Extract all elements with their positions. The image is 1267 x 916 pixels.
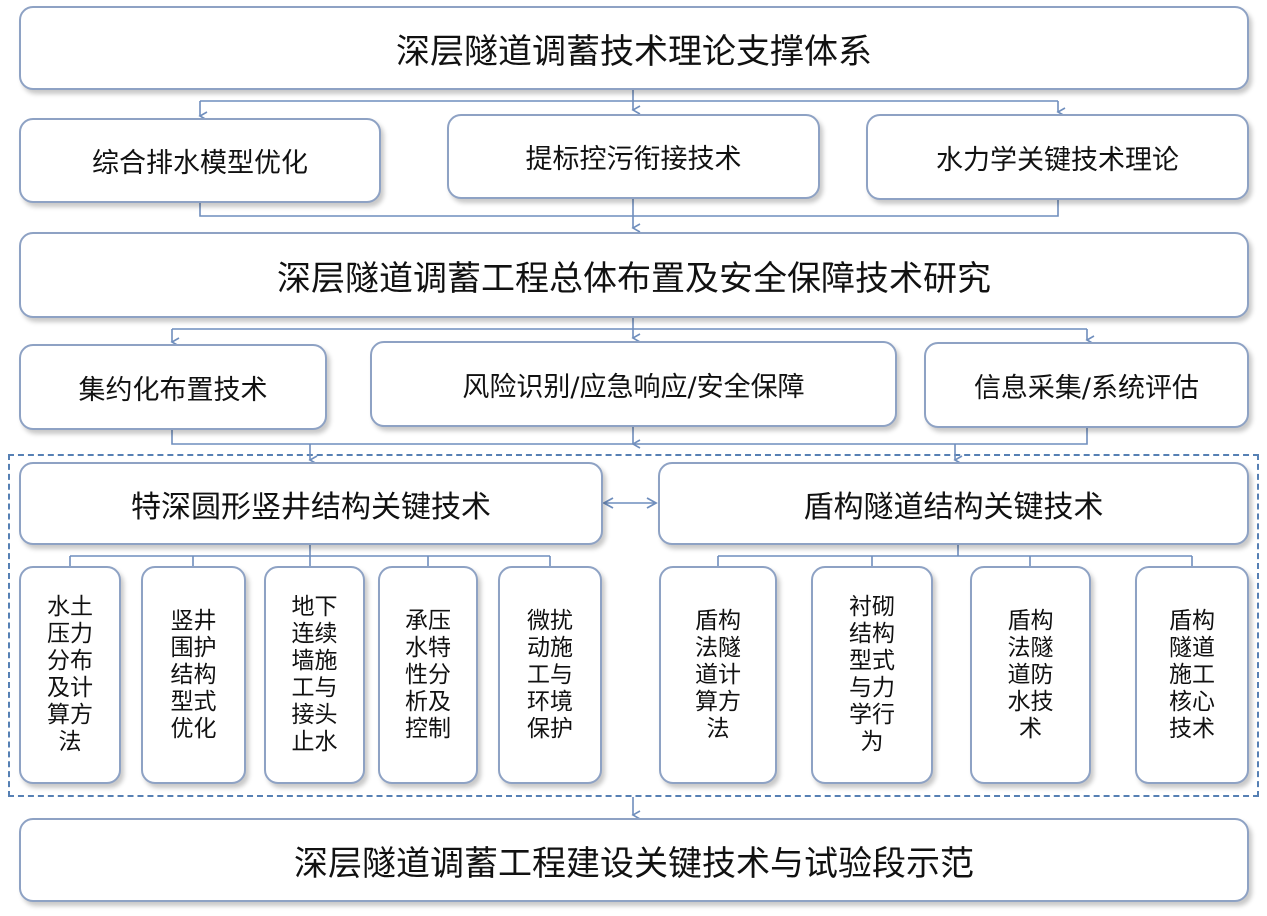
soil-pressure-box: 水土压力分布及计算方法 (19, 566, 121, 784)
info-evaluation-label: 信息采集/系统评估 (973, 372, 1200, 404)
info-evaluation-box: 信息采集/系统评估 (924, 342, 1249, 428)
demonstration-box: 深层隧道调蓄工程建设关键技术与试验段示范 (19, 818, 1249, 902)
intensive-layout-label: 集约化布置技术 (78, 374, 268, 406)
shield-tunnel-box: 盾构隧道结构关键技术 (658, 462, 1249, 545)
pollution-control-label: 提标控污衔接技术 (525, 144, 742, 175)
top-framework-title: 深层隧道调蓄技术理论支撑体系 (396, 31, 872, 72)
demonstration-title: 深层隧道调蓄工程建设关键技术与试验段示范 (294, 843, 974, 884)
lining-structure-label: 衬砌结构型式与力学行为 (849, 594, 895, 755)
shield-construction-label: 盾构隧道施工核心技术 (1169, 607, 1215, 742)
confined-water-label: 承压水特性分析及控制 (405, 607, 451, 742)
shield-calc-label: 盾构法隧道计算方法 (695, 607, 741, 742)
intensive-layout-box: 集约化布置技术 (19, 344, 327, 430)
shield-waterproof-label: 盾构法隧道防水技术 (1007, 607, 1054, 742)
pollution-control-box: 提标控污衔接技术 (447, 114, 820, 199)
merge-l4-group (171, 428, 1088, 445)
shaft-support-label: 竖井围护结构型式优化 (170, 607, 217, 742)
model-optimization-label: 综合排水模型优化 (92, 148, 308, 179)
layout-safety-box: 深层隧道调蓄工程总体布置及安全保障技术研究 (19, 232, 1249, 318)
diaphragm-wall-label: 地下连续墙施工与接头止水 (291, 594, 338, 755)
hydraulics-label: 水力学关键技术理论 (936, 144, 1179, 176)
shaft-structure-box: 特深圆形竖井结构关键技术 (19, 462, 603, 545)
layout-safety-title: 深层隧道调蓄工程总体布置及安全保障技术研究 (277, 258, 991, 299)
micro-disturbance-label: 微扰动施工与环境保护 (527, 607, 573, 742)
merge-l2-l3 (199, 200, 1059, 217)
risk-safety-box: 风险识别/应急响应/安全保障 (370, 341, 897, 427)
shield-calc-box: 盾构法隧道计算方法 (659, 566, 777, 784)
shaft-support-box: 竖井围护结构型式优化 (141, 566, 246, 784)
shield-waterproof-box: 盾构法隧道防水技术 (970, 566, 1091, 784)
soil-pressure-label: 水土压力分布及计算方法 (47, 594, 93, 755)
key-tech-dashed-group (8, 454, 1259, 797)
model-optimization-box: 综合排水模型优化 (19, 118, 381, 203)
shaft-structure-title: 特深圆形竖井结构关键技术 (131, 489, 491, 525)
top-framework-box: 深层隧道调蓄技术理论支撑体系 (19, 6, 1249, 90)
hydraulics-box: 水力学关键技术理论 (866, 114, 1249, 200)
risk-safety-label: 风险识别/应急响应/安全保障 (462, 371, 805, 403)
lining-structure-box: 衬砌结构型式与力学行为 (811, 566, 933, 784)
micro-disturbance-box: 微扰动施工与环境保护 (498, 566, 602, 784)
confined-water-box: 承压水特性分析及控制 (378, 566, 478, 784)
shield-tunnel-title: 盾构隧道结构关键技术 (803, 489, 1104, 525)
shield-construction-box: 盾构隧道施工核心技术 (1135, 566, 1249, 784)
diaphragm-wall-box: 地下连续墙施工与接头止水 (264, 566, 365, 784)
